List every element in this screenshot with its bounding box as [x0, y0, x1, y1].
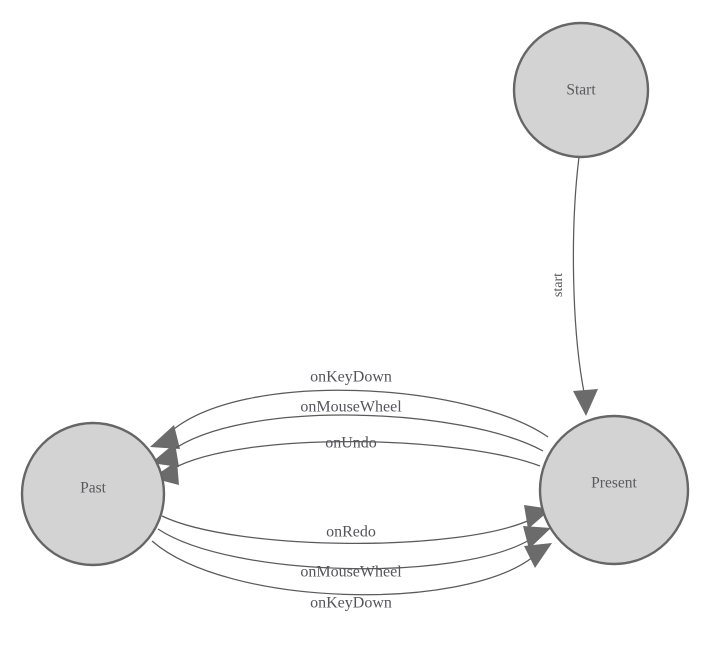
- edge-undo-keydown-arrowhead: [150, 425, 180, 449]
- edge-undo-mousewheel-path: [169, 414, 544, 453]
- node-present-label: Present: [591, 475, 637, 492]
- node-present-circle: [538, 414, 690, 566]
- edge-label-undo-mousewheel: onMouseWheel: [300, 399, 402, 416]
- edge-redo-redo-path: [161, 515, 533, 544]
- edge-undo-keydown-path: [167, 389, 549, 438]
- edge-redo-mousewheel-path: [157, 528, 532, 570]
- edge-undo-keydown[interactable]: [150, 389, 549, 449]
- edge-redo-mousewheel[interactable]: [157, 526, 551, 570]
- edges-layer: [150, 156, 598, 596]
- edge-label-redo-keydown: onKeyDown: [310, 595, 392, 612]
- nodes-layer: Start Past Present: [20, 21, 690, 567]
- edge-redo-keydown-path: [151, 540, 534, 596]
- node-past-circle: [20, 421, 166, 567]
- edge-redo-keydown-arrowhead: [524, 543, 552, 568]
- node-present[interactable]: Present: [538, 414, 690, 566]
- edge-undo-mousewheel-arrowhead: [151, 443, 179, 467]
- edge-label-redo-mousewheel: onMouseWheel: [300, 564, 402, 581]
- edge-label-undo-keydown: onKeyDown: [310, 369, 392, 386]
- node-start-circle: [512, 21, 650, 159]
- edge-label-redo-redo: onRedo: [326, 524, 376, 541]
- edge-redo-mousewheel-arrowhead: [523, 526, 551, 549]
- node-past-label: Past: [80, 480, 107, 497]
- edge-label-undo-undo: onUndo: [325, 435, 377, 452]
- node-start[interactable]: Start: [512, 21, 650, 159]
- edge-undo-undo-path: [171, 441, 541, 470]
- node-start-label: Start: [566, 82, 596, 99]
- edge-labels-layer: start onKeyDown onMouseWheel onUndo onRe…: [300, 273, 566, 612]
- edge-start-arrowhead: [573, 389, 598, 416]
- edge-start-path: [572, 156, 585, 393]
- edge-label-start: start: [551, 273, 566, 297]
- edge-undo-mousewheel[interactable]: [151, 414, 544, 467]
- edge-start[interactable]: [572, 156, 598, 416]
- node-past[interactable]: Past: [20, 421, 166, 567]
- edge-redo-keydown[interactable]: [151, 540, 552, 596]
